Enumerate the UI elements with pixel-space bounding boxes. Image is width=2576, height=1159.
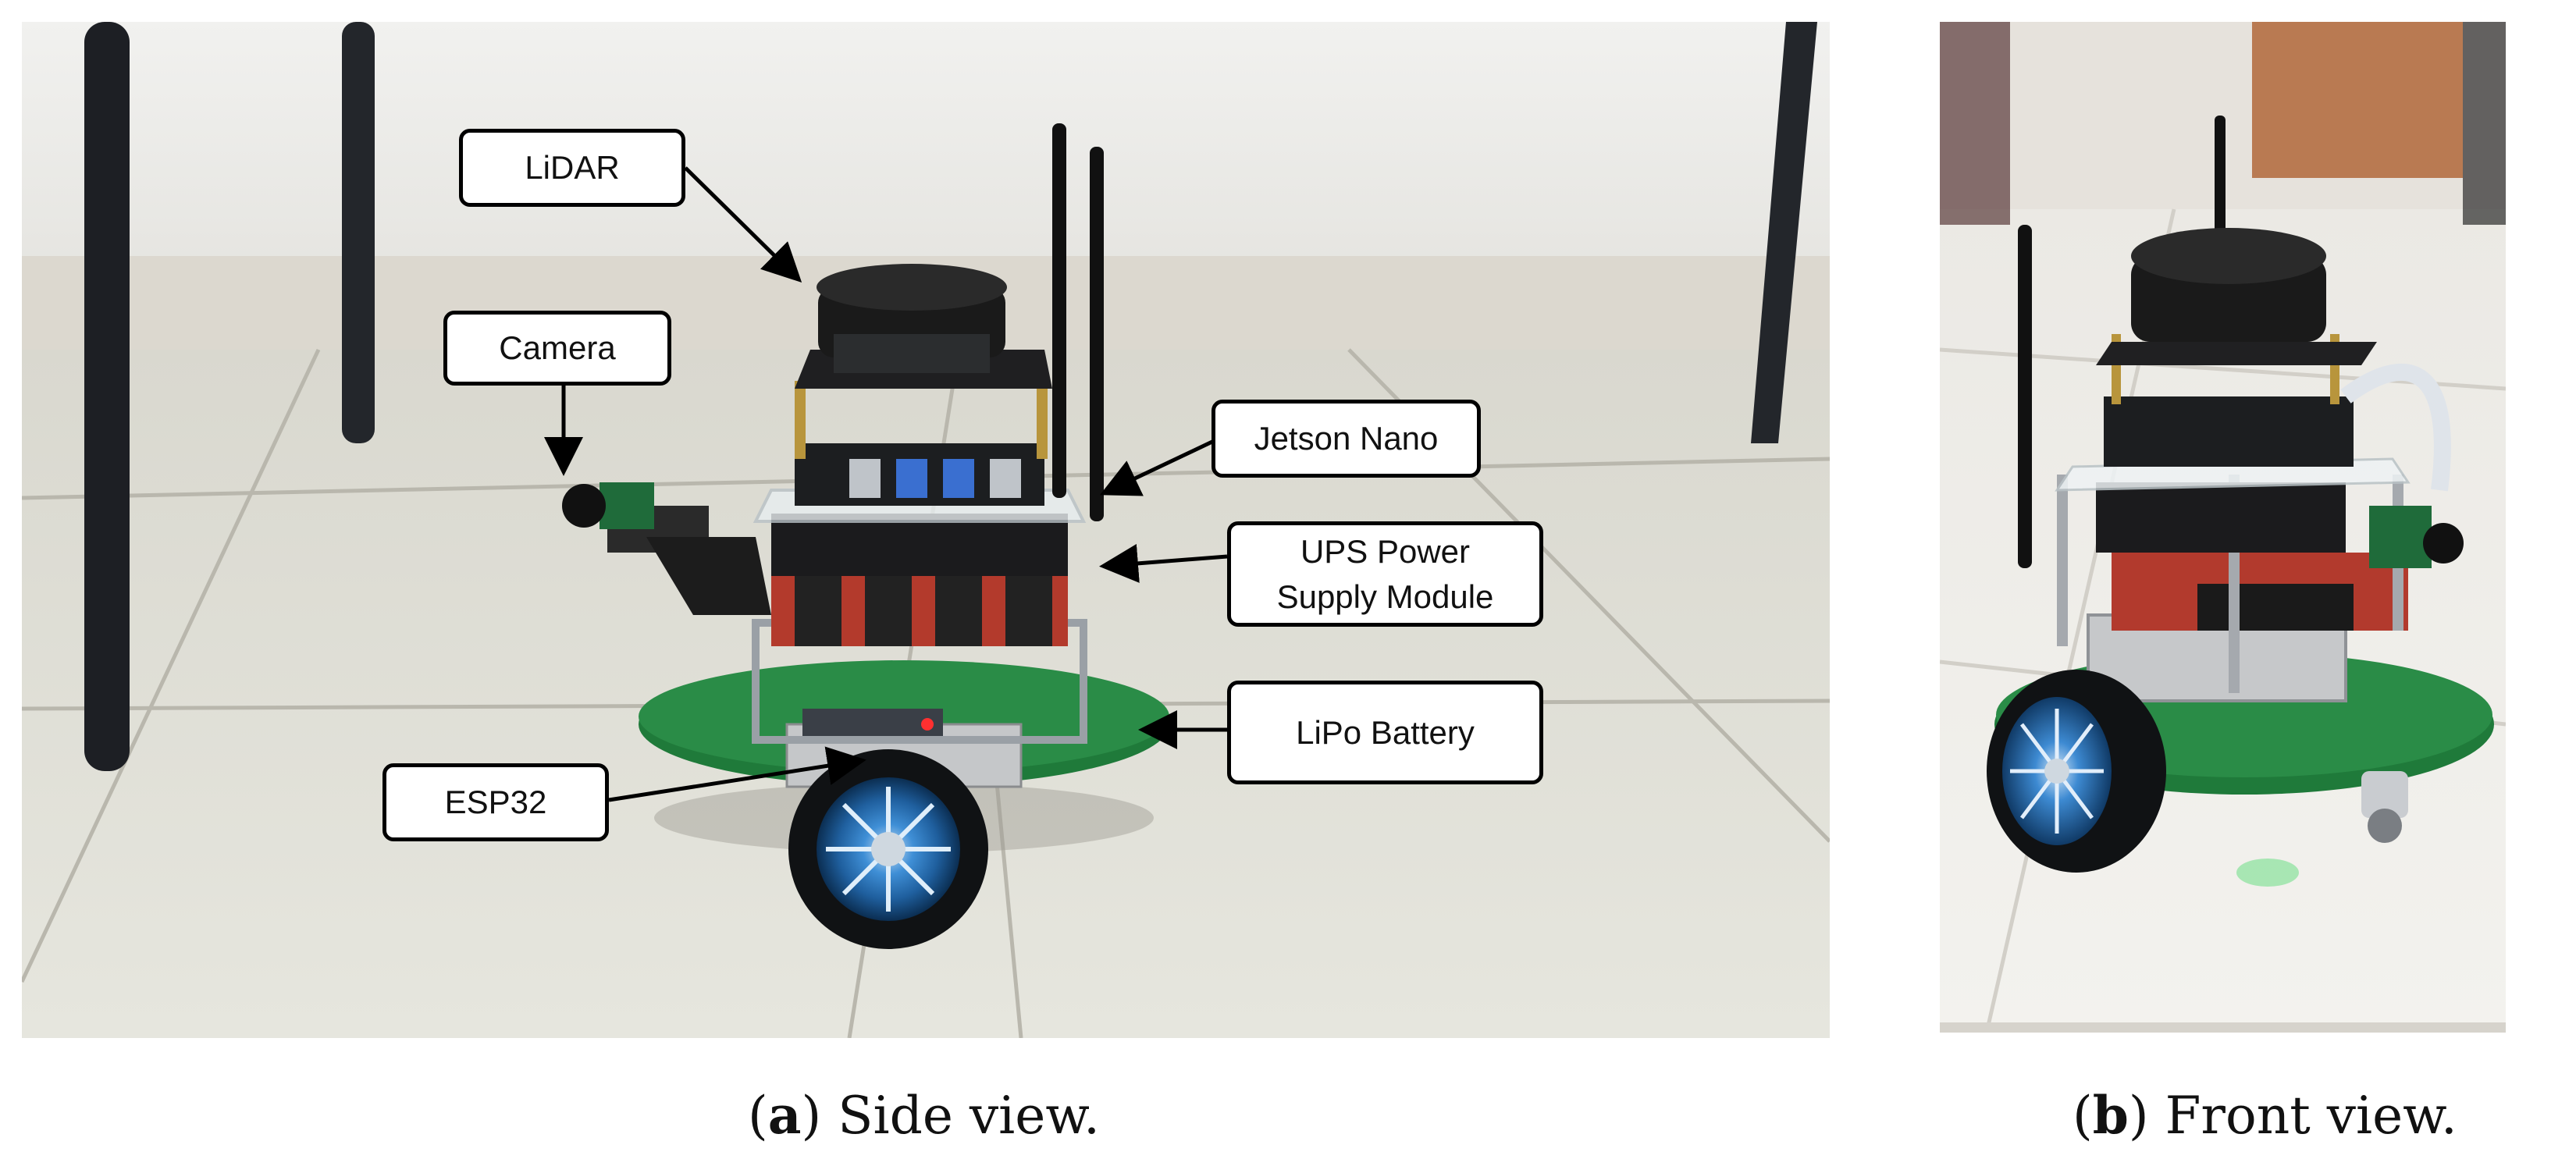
ups-power-module: [771, 514, 1068, 576]
camera-board: [600, 482, 654, 529]
caption-a-text: Side view.: [838, 1086, 1100, 1146]
caption-front-view: (b) Front view.: [2073, 1085, 2457, 1146]
arrow-ups: [1099, 543, 1228, 583]
robot-side: [562, 123, 1169, 949]
ups-power-module: [2096, 482, 2346, 553]
caption-side-view: (a) Side view.: [748, 1085, 1100, 1146]
callout-esp32-label: ESP32: [444, 784, 547, 820]
arrow-jetson: [1099, 439, 1215, 496]
callout-lidar: LiDAR: [459, 129, 685, 207]
antenna-2: [1090, 147, 1104, 521]
callout-lidar-label: LiDAR: [525, 149, 620, 186]
callout-esp32: ESP32: [382, 763, 609, 841]
arrow-lidar: [684, 166, 802, 283]
callout-ups-line2: Supply Module: [1276, 578, 1494, 615]
jetson-nano: [2104, 396, 2354, 467]
callout-lipo-battery-label: LiPo Battery: [1296, 713, 1475, 751]
callout-camera-label: Camera: [499, 329, 616, 366]
callout-camera: Camera: [443, 311, 671, 386]
callout-jetson-nano-label: Jetson Nano: [1254, 420, 1439, 457]
caption-a-label: a: [767, 1085, 802, 1146]
caption-b-label: b: [2092, 1085, 2129, 1146]
camera-lens: [2423, 523, 2464, 564]
antenna-1: [1052, 123, 1066, 498]
arrow-esp32: [608, 746, 866, 802]
blurred-cabinet: [2252, 22, 2463, 178]
front-view-photo: [1940, 22, 2506, 1033]
callout-ups-line1: UPS Power: [1300, 532, 1471, 570]
ribbon-cable: [2340, 363, 2451, 492]
front-view-illustration: [1940, 22, 2506, 1033]
callout-lipo-battery: LiPo Battery: [1227, 681, 1543, 784]
chair-leg-left: [84, 22, 130, 771]
antenna: [2018, 225, 2032, 568]
caption-b-text: Front view.: [2165, 1086, 2457, 1146]
callout-ups-power-supply-module: UPS Power Supply Module: [1227, 521, 1543, 627]
chair-leg-right: [1751, 22, 1817, 443]
esp32-board: [802, 709, 943, 740]
camera-lens: [562, 484, 606, 528]
camera-board: [2369, 506, 2432, 568]
callout-jetson-nano: Jetson Nano: [1212, 400, 1481, 478]
chair-leg-middle: [342, 22, 375, 443]
